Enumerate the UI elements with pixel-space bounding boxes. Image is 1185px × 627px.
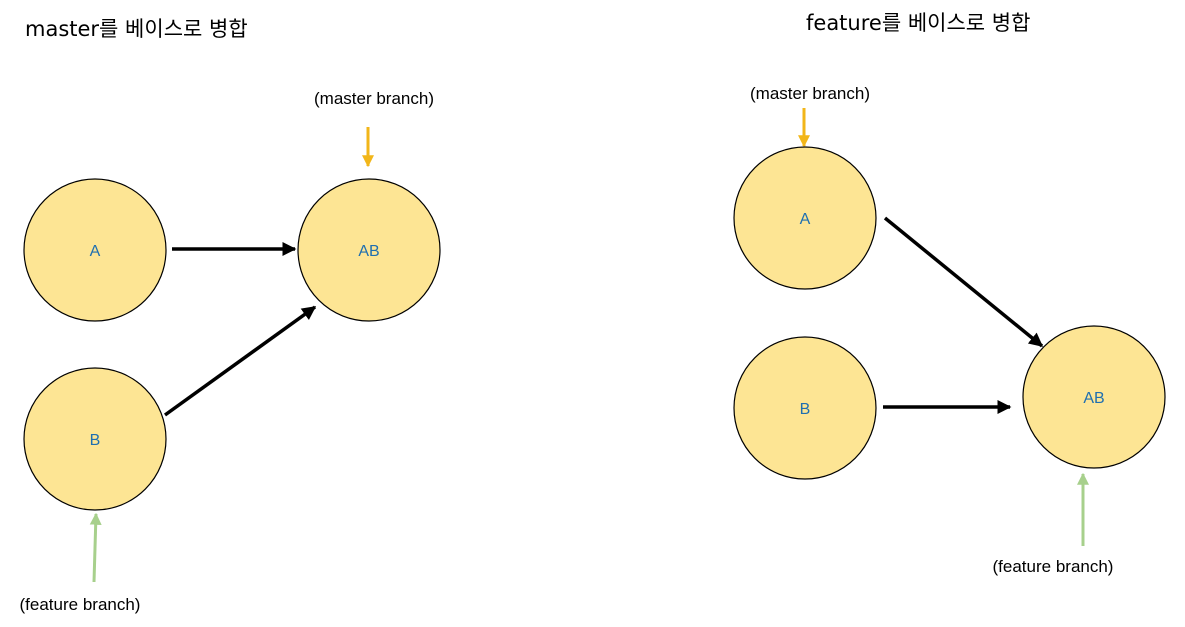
right-commit-ab: AB <box>1022 325 1166 469</box>
right-commit-ab-label: AB <box>1083 390 1104 407</box>
left-commit-b-node <box>23 367 167 511</box>
left-diagram-title: master를 베이스로 병합 <box>25 17 248 41</box>
right-commit-b-label: B <box>800 401 811 418</box>
left-commit-b: B <box>23 367 167 511</box>
right-commit-a-label: A <box>800 211 811 228</box>
right-arrow-a-to-ab <box>883 216 1044 348</box>
right-commit-b-node <box>733 336 877 480</box>
right-commit-ab-node <box>1022 325 1166 469</box>
left-commit-b-label: B <box>90 432 101 449</box>
left-commit-ab: AB <box>297 178 441 322</box>
left-commit-a: A <box>23 178 167 322</box>
right-commit-a-node <box>733 146 877 290</box>
left-commit-ab-node <box>297 178 441 322</box>
right-master-branch-label: (master branch) <box>750 84 870 103</box>
left-master-branch-label: (master branch) <box>314 89 434 108</box>
left-feature-branch-label: (feature branch) <box>20 595 141 614</box>
left-arrow-b-to-ab <box>163 305 317 417</box>
left-commit-a-label: A <box>90 243 101 260</box>
right-commit-a: A <box>733 146 877 290</box>
right-diagram-title: feature를 베이스로 병합 <box>806 11 1030 35</box>
left-feature-pointer-arrow <box>89 512 102 583</box>
left-diagram: master를 베이스로 병합 A B AB (master branch) (… <box>20 17 441 614</box>
left-commit-ab-label: AB <box>358 243 379 260</box>
right-feature-branch-label: (feature branch) <box>993 557 1114 576</box>
right-diagram: feature를 베이스로 병합 (master branch) A B AB … <box>733 11 1166 576</box>
left-commit-a-node <box>23 178 167 322</box>
right-commit-b: B <box>733 336 877 480</box>
